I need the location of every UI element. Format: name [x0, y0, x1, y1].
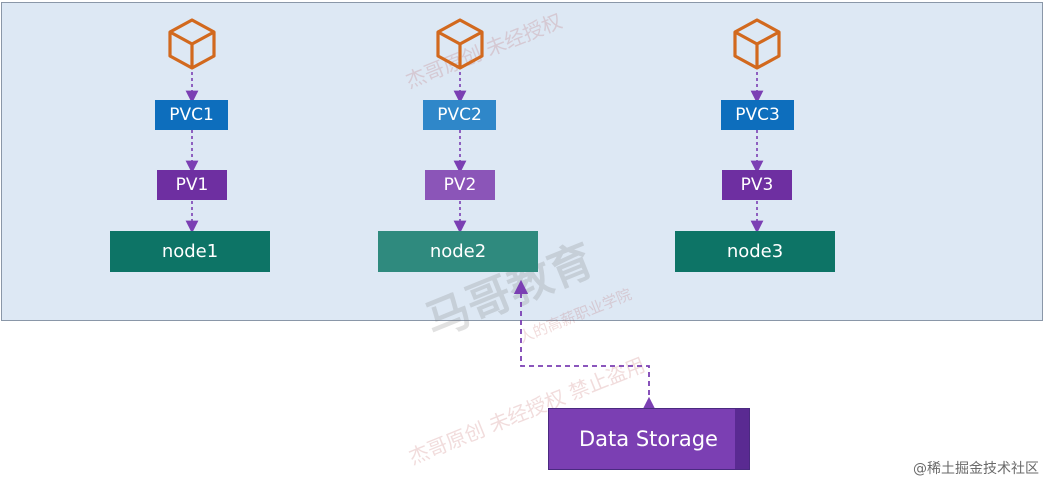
data-storage-label: Data Storage [579, 427, 718, 451]
arrow-storage-cluster [513, 279, 657, 412]
pvc-box-3: PVC3 [721, 100, 794, 130]
pv-box-3: PV3 [722, 170, 792, 200]
node-box-3: node3 [675, 231, 835, 272]
pv-box-1: PV1 [157, 170, 227, 200]
credit-watermark: @稀土掘金技术社区 [913, 461, 1039, 477]
cube-icon [733, 18, 781, 70]
pvc-box-2: PVC2 [423, 100, 496, 130]
node-box-2: node2 [378, 231, 538, 272]
cube-icon [436, 18, 484, 70]
storage-edge [735, 409, 749, 469]
node-box-1: node1 [110, 231, 270, 272]
cube-icon [168, 18, 216, 70]
pv-box-2: PV2 [425, 170, 495, 200]
pvc-box-1: PVC1 [155, 100, 228, 130]
data-storage-box: Data Storage [548, 408, 750, 470]
